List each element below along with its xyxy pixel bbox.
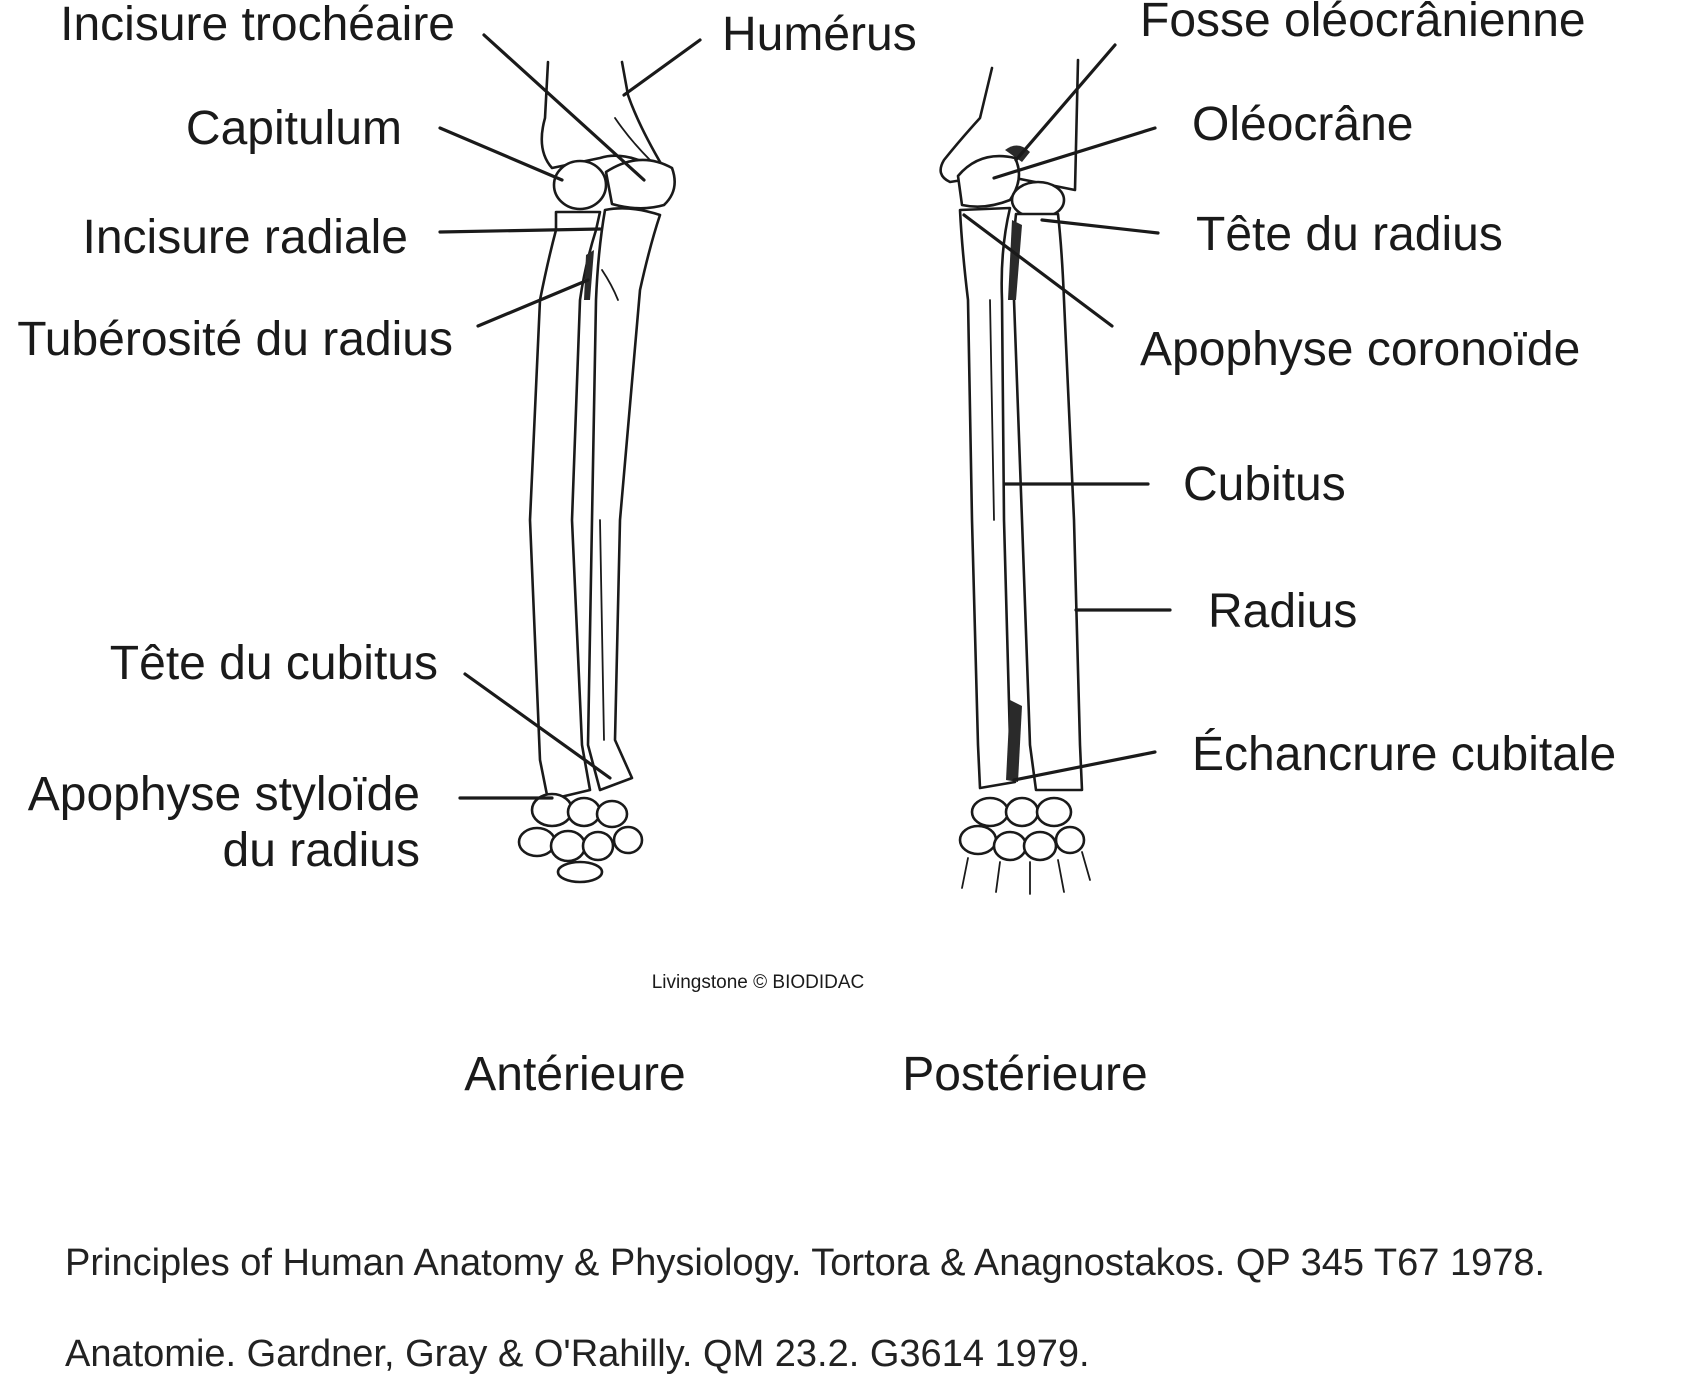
leader-tuberosite (476, 278, 590, 328)
reference-2: Anatomie. Gardner, Gray & O'Rahilly. QM … (65, 1333, 1090, 1375)
label-tuberosite: Tubérosité du radius (17, 313, 453, 366)
credit-text: Livingstone © BIODIDAC (652, 972, 865, 993)
view-posterior-label: Postérieure (902, 1048, 1147, 1101)
leader-incisure-trocheaire (482, 33, 646, 182)
label-apophyse-styloide-line2: du radius (223, 824, 420, 877)
leader-tete-radius (1040, 218, 1160, 235)
label-olecrane: Oléocrâne (1192, 98, 1413, 151)
anterior-carpals (517, 792, 644, 884)
label-radius: Radius (1208, 585, 1357, 638)
label-fosse-olecranienne: Fosse oléocrânienne (1140, 0, 1586, 47)
label-apophyse-styloide-line1: Apophyse styloïde (28, 768, 420, 821)
leader-olecrane (992, 126, 1157, 180)
leader-lines (438, 33, 1172, 800)
label-echancrure-cubitale: Échancrure cubitale (1192, 728, 1616, 781)
view-anterior-label: Antérieure (464, 1048, 685, 1101)
label-tete-cubitus: Tête du cubitus (110, 637, 438, 690)
leader-humerus (622, 38, 702, 97)
leader-capitulum (438, 126, 564, 182)
label-capitulum: Capitulum (186, 102, 402, 155)
leader-tete-cubitus (463, 672, 612, 780)
label-incisure-trocheaire: Incisure trochéaire (60, 0, 455, 51)
label-incisure-radiale: Incisure radiale (83, 211, 409, 264)
leader-fosse (1014, 43, 1117, 162)
label-humerus: Humérus (722, 8, 917, 61)
label-cubitus: Cubitus (1183, 458, 1346, 511)
label-apophyse-coronoide: Apophyse coronoïde (1140, 323, 1580, 376)
leader-echancrure (1012, 750, 1157, 782)
label-tete-du-radius: Tête du radius (1196, 208, 1503, 261)
anterior-forearm-illustration (517, 60, 676, 884)
leader-coronoide (962, 213, 1114, 328)
leader-incisure-radiale (438, 227, 602, 234)
posterior-carpals (958, 796, 1091, 895)
reference-1: Principles of Human Anatomy & Physiology… (65, 1242, 1545, 1284)
